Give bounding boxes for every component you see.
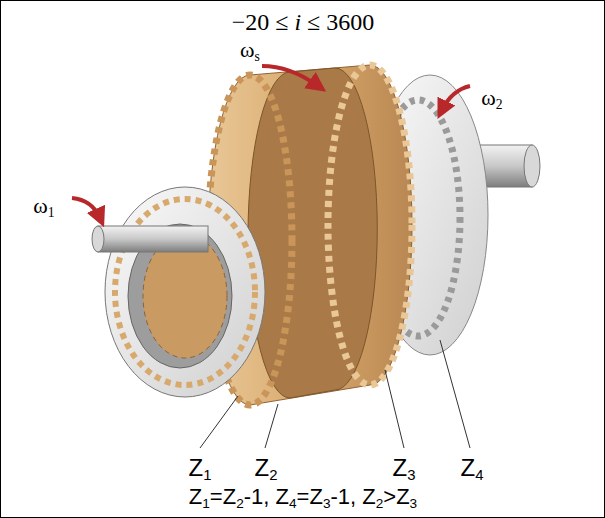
gear-label: Z3 xyxy=(393,454,416,482)
leader-line xyxy=(440,340,470,448)
rotation-arrow xyxy=(72,198,100,218)
gear-label: Z2 xyxy=(255,454,278,482)
rotation-arrow xyxy=(442,86,470,110)
ratio-range: −20 ≤ i ≤ 3600 xyxy=(232,9,375,36)
speed-label: ωs xyxy=(240,37,260,63)
gear-label: Z4 xyxy=(461,454,484,482)
gear-label: Z1 xyxy=(189,454,212,482)
speed-label: ω2 xyxy=(481,85,502,111)
speed-label: ω1 xyxy=(33,193,54,219)
input-shaft xyxy=(98,226,208,252)
leader-line xyxy=(385,370,404,448)
leader-line xyxy=(265,404,278,448)
gear-relation: Z1=Z2-1, Z4=Z3-1, Z2>Z3 xyxy=(189,484,417,510)
leader-line xyxy=(200,396,238,448)
teeth-z3 xyxy=(328,65,412,385)
drum-band xyxy=(248,68,377,398)
ring-gear-z1 xyxy=(105,187,265,397)
rotation-arrow xyxy=(262,66,318,86)
